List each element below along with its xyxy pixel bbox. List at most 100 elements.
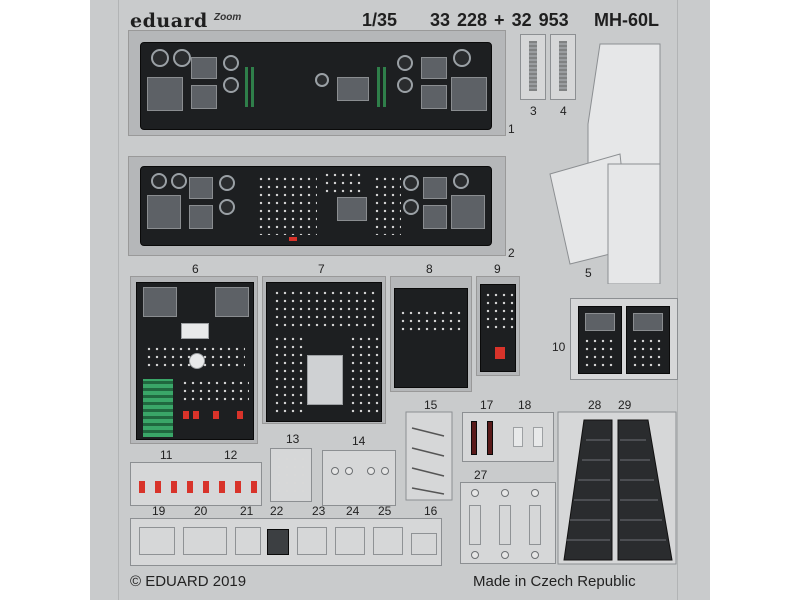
gauge bbox=[173, 49, 191, 67]
ring-detail bbox=[471, 489, 479, 497]
part-10-cdu-right bbox=[626, 306, 670, 374]
gauge bbox=[453, 173, 469, 189]
switch-array bbox=[349, 335, 379, 415]
part-label-14: 14 bbox=[352, 434, 366, 448]
ring-detail bbox=[381, 467, 389, 475]
part-label-27: 27 bbox=[474, 468, 488, 482]
cdu-screen bbox=[585, 313, 615, 331]
switch-array bbox=[373, 175, 401, 235]
ring-detail bbox=[531, 489, 539, 497]
display-window bbox=[181, 323, 209, 339]
mfd-screen bbox=[423, 177, 447, 199]
part-10-cdu-left bbox=[578, 306, 622, 374]
part-24-bracket bbox=[335, 527, 365, 555]
mfd-screen bbox=[191, 85, 217, 109]
wire-detail bbox=[499, 505, 511, 545]
part-label-1: 1 bbox=[508, 122, 515, 136]
part-label-25: 25 bbox=[378, 504, 392, 518]
part-label-6: 6 bbox=[192, 262, 199, 276]
model-name: MH-60L bbox=[594, 10, 660, 30]
part-label-29: 29 bbox=[618, 398, 632, 412]
mfd-screen bbox=[191, 57, 217, 79]
part-5-panels bbox=[549, 43, 661, 284]
switch-array bbox=[257, 175, 317, 235]
part-17-bracket bbox=[487, 421, 493, 455]
part-label-20: 20 bbox=[194, 504, 208, 518]
indicator-line bbox=[251, 67, 254, 107]
indicator-line bbox=[245, 67, 248, 107]
part-label-17: 17 bbox=[480, 398, 494, 412]
part-25-bracket bbox=[373, 527, 403, 555]
part-label-28: 28 bbox=[588, 398, 602, 412]
ring-detail bbox=[501, 489, 509, 497]
ring-detail bbox=[331, 467, 339, 475]
part-label-4: 4 bbox=[560, 104, 567, 118]
part-15-levers bbox=[405, 411, 453, 501]
gauge bbox=[171, 173, 187, 189]
red-switch bbox=[139, 481, 145, 493]
red-switch bbox=[495, 347, 505, 359]
part-label-11: 11 bbox=[160, 448, 173, 462]
switch-array bbox=[323, 171, 363, 195]
red-switch bbox=[203, 481, 209, 493]
green-switch-bank bbox=[143, 379, 173, 437]
brand-sub-logo: Zoom bbox=[214, 12, 242, 23]
mfd-screen bbox=[423, 205, 447, 229]
part-label-2: 2 bbox=[508, 246, 515, 260]
gauge bbox=[219, 199, 235, 215]
part-3-strip bbox=[520, 34, 546, 100]
switch-array bbox=[399, 309, 465, 335]
red-switch bbox=[235, 481, 241, 493]
keypad bbox=[631, 337, 665, 371]
mfd-screen bbox=[337, 197, 367, 221]
part-28-29-panels bbox=[557, 411, 677, 565]
part-label-15: 15 bbox=[424, 398, 438, 412]
gauge bbox=[403, 199, 419, 215]
gauge bbox=[315, 73, 329, 87]
red-switch bbox=[251, 481, 257, 493]
keypad bbox=[583, 337, 617, 371]
gauge bbox=[223, 77, 239, 93]
part-21-bracket bbox=[235, 527, 261, 555]
part-label-19: 19 bbox=[152, 504, 166, 518]
part-label-7: 7 bbox=[318, 262, 325, 276]
part-4-detail bbox=[559, 41, 567, 91]
part-27-frame bbox=[460, 482, 556, 564]
indicator-line bbox=[377, 67, 380, 107]
part-label-10: 10 bbox=[552, 340, 566, 354]
parts-19-26-strip bbox=[130, 518, 442, 566]
part-label-12: 12 bbox=[224, 448, 238, 462]
red-switch bbox=[193, 411, 199, 419]
part-19-bracket bbox=[139, 527, 175, 555]
wire-detail bbox=[529, 505, 541, 545]
switch-array bbox=[273, 289, 377, 329]
part-17-bracket bbox=[471, 421, 477, 455]
part-3-detail bbox=[529, 41, 537, 91]
ring-detail bbox=[531, 551, 539, 559]
product-codes: 33 228 + 32 953 bbox=[430, 10, 569, 30]
red-switch bbox=[213, 411, 219, 419]
gauge bbox=[453, 49, 471, 67]
red-switch bbox=[183, 411, 189, 419]
mfd-screen bbox=[147, 195, 181, 229]
part-1-instrument-panel bbox=[140, 42, 492, 130]
part-label-9: 9 bbox=[494, 262, 501, 276]
part-label-18: 18 bbox=[518, 398, 532, 412]
part-8-console bbox=[394, 288, 468, 388]
gauge bbox=[397, 55, 413, 71]
indicator-line bbox=[383, 67, 386, 107]
red-switch bbox=[237, 411, 243, 419]
switch-array bbox=[181, 379, 249, 405]
red-switch bbox=[219, 481, 225, 493]
gauge bbox=[151, 173, 167, 189]
red-switch bbox=[187, 481, 193, 493]
part-label-5: 5 bbox=[585, 266, 592, 280]
mfd-screen bbox=[189, 205, 213, 229]
mfd-screen bbox=[451, 77, 487, 111]
red-switch bbox=[171, 481, 177, 493]
copyright-text: © EDUARD 2019 bbox=[130, 573, 247, 590]
part-20-bracket bbox=[183, 527, 227, 555]
mfd-screen bbox=[337, 77, 369, 101]
part-label-22: 22 bbox=[270, 504, 284, 518]
mfd-screen bbox=[421, 57, 447, 79]
